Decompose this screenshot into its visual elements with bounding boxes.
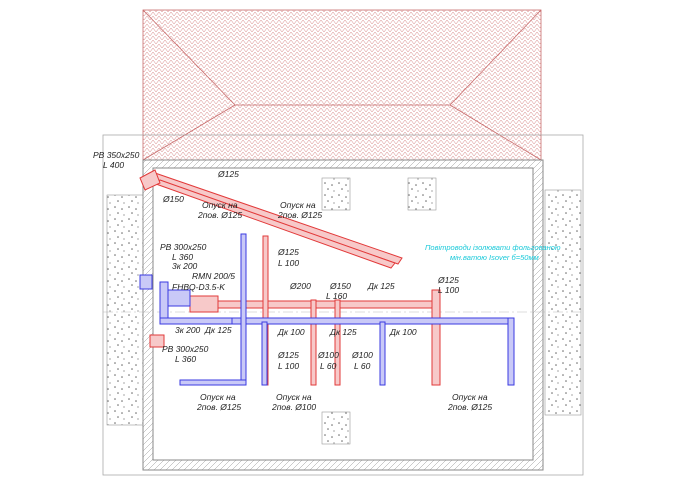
l100-right: L 100: [438, 285, 459, 295]
d125-roof: Ø125: [217, 169, 239, 179]
pv-top-len: L 400: [103, 160, 124, 170]
return-riser-b: [379, 321, 386, 386]
pv-top-grille: [139, 169, 161, 191]
riser-mid-supply-1: [310, 299, 317, 386]
insulation-panels: [106, 177, 582, 445]
dk100-b: Дк 100: [389, 327, 417, 337]
riser-mid-supply-2: [334, 299, 341, 386]
return-riser-a: [261, 321, 268, 386]
pv-low-size: PB 300x250: [162, 344, 209, 354]
return-riser-c: [507, 317, 515, 386]
d100-b: Ø100: [351, 350, 373, 360]
d150-mid: Ø150: [329, 281, 351, 291]
d125-low: Ø125: [277, 350, 299, 360]
fhbq-label: FHBQ-D3.5-K: [172, 282, 225, 292]
left-return-branch: [179, 379, 247, 386]
d125-right: Ø125: [437, 275, 459, 285]
left-return-riser: [240, 233, 247, 386]
opusk-left-2: 2пов. Ø125: [197, 210, 242, 220]
ahu-unit: [139, 274, 219, 348]
pv-left-size: PB 300x250: [160, 242, 207, 252]
opusk-br-1: Опуск на: [452, 392, 488, 402]
return-left-to-pv: [159, 317, 233, 325]
intake-riser: [159, 281, 169, 319]
opusk-bm-1: Опуск на: [276, 392, 312, 402]
opusk-br-2: 2пов. Ø125: [447, 402, 492, 412]
dk100-a: Дк 100: [277, 327, 305, 337]
return-ducts: [159, 233, 515, 386]
l60-a: L 60: [320, 361, 337, 371]
l160: L 160: [326, 291, 347, 301]
opusk-bl-1: Опуск на: [200, 392, 236, 402]
dk200-low: 3к 200: [175, 325, 201, 335]
dk125-mid: Дк 125: [329, 327, 357, 337]
d100-a: Ø100: [317, 350, 339, 360]
d150-roof: Ø150: [162, 194, 184, 204]
l60-b: L 60: [354, 361, 371, 371]
rmn-label: RMN 200/5: [192, 271, 235, 281]
opusk-roof-2: 2пов. Ø125: [277, 210, 322, 220]
main-supply-duct: [217, 300, 441, 309]
pv-left-len: L 360: [172, 252, 193, 262]
dk125-top: Дк 125: [367, 281, 395, 291]
d125-a: Ø125: [277, 247, 299, 257]
riser-right-supply: [431, 289, 441, 386]
roof: [142, 9, 542, 161]
opusk-bl-2: 2пов. Ø125: [196, 402, 241, 412]
main-return-duct: [231, 317, 513, 325]
insulation-note-1: Повітроводи ізолювати фольгованою: [425, 243, 561, 252]
pv-low-len: L 360: [175, 354, 196, 364]
opusk-roof-1: Опуск на: [280, 200, 316, 210]
opusk-bm-2: 2пов. Ø100: [271, 402, 316, 412]
l100-low: L 100: [278, 361, 299, 371]
l100-a: L 100: [278, 258, 299, 268]
opusk-left-1: Опуск на: [202, 200, 238, 210]
insulation-note-2: мін.ватою Isover б=50мм: [450, 253, 539, 262]
pv-left-dk: 3к 200: [172, 261, 198, 271]
pv-top-size: PB 350x250: [93, 150, 140, 160]
d200: Ø200: [289, 281, 311, 291]
dk125-low: Дк 125: [204, 325, 232, 335]
